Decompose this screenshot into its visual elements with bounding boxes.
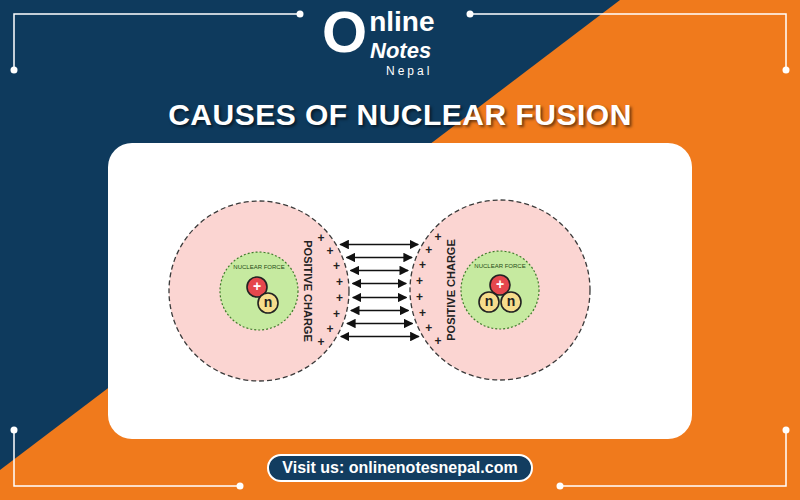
force-arrow	[353, 297, 407, 299]
frame-dot	[467, 11, 474, 18]
force-arrow	[353, 283, 407, 285]
circle-outline	[501, 292, 521, 312]
force-arrow	[341, 336, 419, 338]
neutron-circle: n	[257, 292, 279, 314]
charge-sign: +	[333, 308, 340, 321]
frame-dot	[297, 11, 304, 18]
circle-outline	[410, 200, 590, 380]
charge-sign: +	[419, 307, 426, 320]
proton-sign: +	[253, 279, 261, 294]
circle-outline	[220, 252, 298, 330]
frame-dot	[557, 483, 564, 490]
charge-sign: +	[416, 291, 423, 304]
charge-label: POSITIVE CHARGE	[445, 239, 457, 340]
neutron-letter: n	[264, 295, 273, 310]
charge-sign: +	[318, 232, 325, 245]
nuclear-force-circle: +nn NUCLEAR FORCE	[460, 250, 540, 330]
charge-sign: +	[336, 292, 343, 305]
frame-dot	[11, 427, 18, 434]
nucleus-circle: +nnNUCLEAR FORCEPOSITIVE CHARGE++++++++	[409, 199, 591, 381]
nuclear-force-circle: +n NUCLEAR FORCE	[219, 251, 299, 331]
frame-dots	[11, 11, 790, 490]
proton-sign: +	[496, 277, 504, 292]
charge-sign: +	[425, 322, 432, 335]
charge-sign: +	[434, 335, 441, 348]
charge-sign: +	[434, 231, 441, 244]
force-arrow	[351, 270, 408, 272]
charge-sign: +	[327, 246, 334, 259]
charge-label: POSITIVE CHARGE	[302, 240, 314, 341]
neutron-circle: n	[478, 291, 500, 313]
logo-text: Notes	[370, 40, 431, 62]
force-label: NUCLEAR FORCE	[233, 264, 284, 271]
charge-sign: +	[327, 323, 334, 336]
logo-text: Nepal	[386, 65, 432, 77]
force-arrow	[351, 310, 408, 312]
frame-dot	[783, 427, 790, 434]
charge-sign: +	[318, 336, 325, 349]
footer-text: Visit us: onlinenotesnepal.com	[282, 459, 517, 477]
force-arrow	[347, 257, 412, 259]
force-label: NUCLEAR FORCE	[474, 263, 525, 270]
neutron-letter: n	[485, 294, 494, 309]
charge-sign: +	[336, 276, 343, 289]
page-title: CAUSES OF NUCLEAR FUSION	[168, 98, 632, 131]
frame-lines	[14, 14, 786, 486]
charge-sign: +	[425, 245, 432, 258]
footer-pill: Visit us: onlinenotesnepal.com	[267, 454, 532, 482]
white-panel	[108, 143, 692, 439]
circle-outline	[461, 251, 539, 329]
nucleus-circle: +nNUCLEAR FORCEPOSITIVE CHARGE++++++++	[168, 200, 350, 382]
neutron-circle: n	[500, 291, 522, 313]
charge-sign: +	[333, 261, 340, 274]
frame-dot	[237, 483, 244, 490]
force-arrow	[340, 244, 418, 246]
frame-line	[470, 14, 786, 70]
circle-outline	[169, 201, 349, 381]
circle-outline	[479, 292, 499, 312]
frame-dot	[11, 67, 18, 74]
frame-line	[14, 14, 300, 70]
circle-outline	[258, 293, 278, 313]
frame-dot	[783, 67, 790, 74]
charge-sign: +	[416, 275, 423, 288]
neutron-letter: n	[507, 294, 516, 309]
charge-sign: +	[419, 260, 426, 273]
force-arrow	[347, 323, 412, 325]
